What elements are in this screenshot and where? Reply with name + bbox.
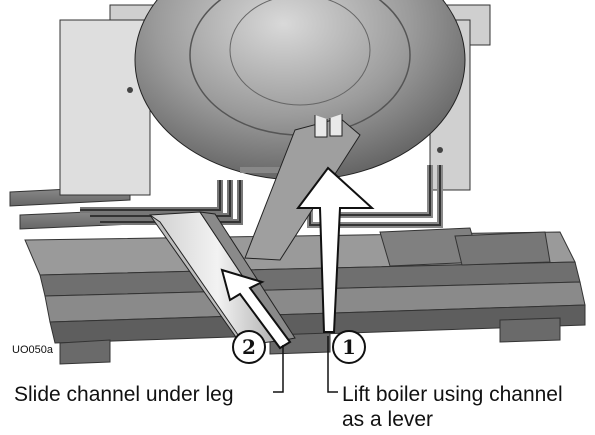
arrow-2-slide [220, 268, 292, 350]
callout-1-caption-line2: as a lever [342, 408, 434, 431]
boiler [59, 0, 491, 196]
wooden-pallet [9, 185, 586, 365]
callout-badge-2: 2 [232, 330, 266, 364]
figure-reference-code: UO050a [12, 344, 53, 356]
callout-1-caption-line1: Lift boiler using channel [342, 383, 563, 406]
callout-leader-lines [273, 336, 338, 393]
arrow-1-lift [296, 166, 375, 333]
callout-badge-1: 1 [332, 330, 366, 364]
slide-channel [149, 211, 296, 346]
callout-2-caption: Slide channel under leg [14, 383, 234, 406]
